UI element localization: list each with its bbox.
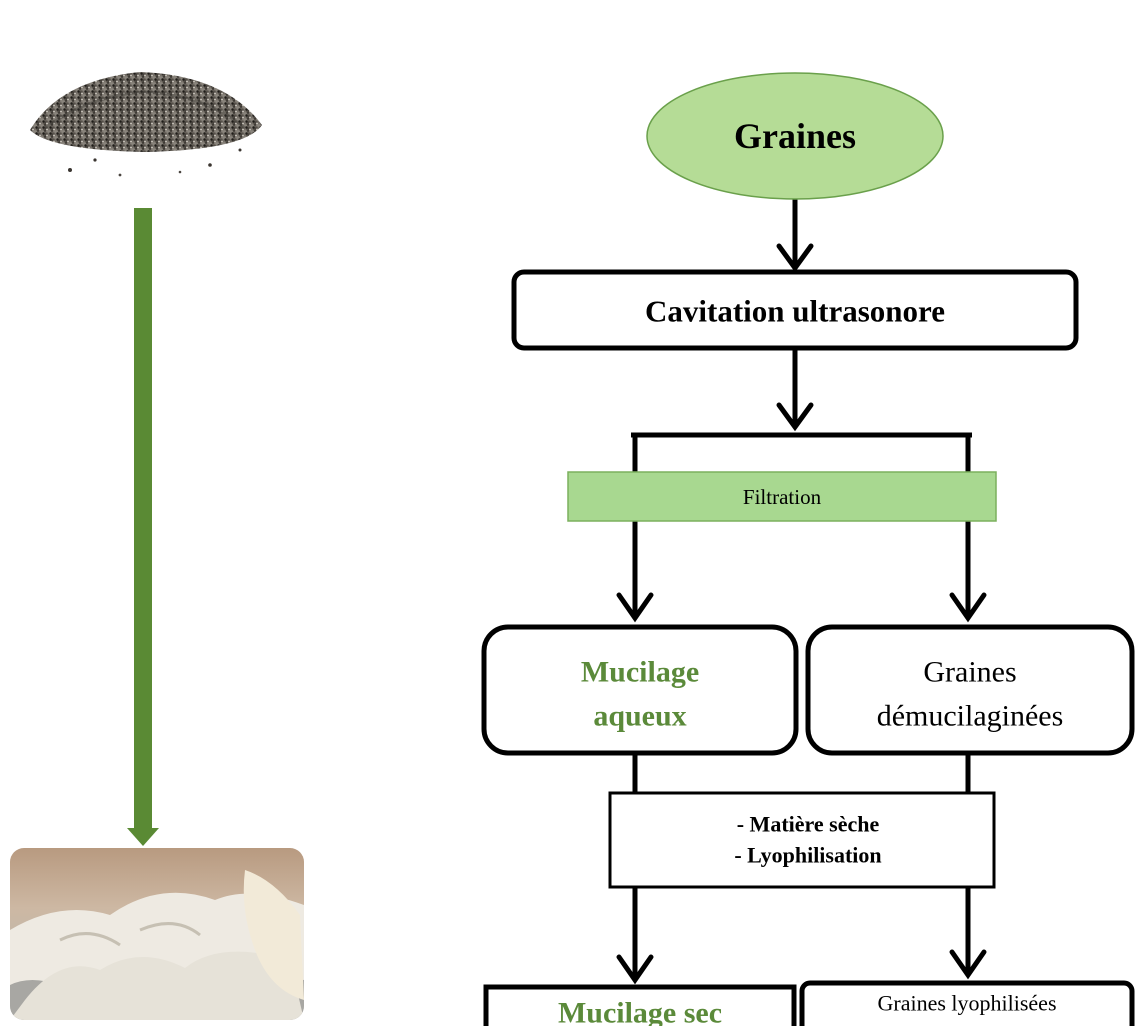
- mucilage-sec-node: Mucilage sec: [483, 984, 797, 1026]
- cavitation-node: Cavitation ultrasonore: [511, 269, 1079, 351]
- graines-demucilaginees-node: Graines démucilaginées: [805, 624, 1135, 756]
- mucilage-aqueux-line2: aqueux: [593, 700, 686, 733]
- filtration-node: Filtration: [567, 471, 997, 522]
- graines-lyophilisees-node: Graines lyophilisées: [799, 980, 1135, 1026]
- mucilage-aqueux-node: Mucilage aqueux: [481, 624, 799, 756]
- filtration-label: Filtration: [743, 485, 822, 509]
- graines-lyophilisees-label: Graines lyophilisées: [877, 991, 1056, 1016]
- graines-demucilaginees-line2: démucilaginées: [877, 700, 1064, 733]
- arrowheads: [616, 243, 987, 985]
- green-down-arrow: [127, 208, 159, 846]
- start-label: Graines: [734, 116, 856, 156]
- drying-node: - Matière sèche - Lyophilisation: [608, 791, 996, 889]
- mucilage-aqueux-line1: Mucilage: [581, 656, 699, 689]
- cavitation-label: Cavitation ultrasonore: [645, 294, 945, 329]
- connectors: [631, 198, 972, 980]
- drying-line1: - Matière sèche: [737, 812, 880, 837]
- seeds-image: [27, 60, 263, 177]
- graines-demucilaginees-line1: Graines: [923, 656, 1016, 689]
- dried-mucilage-image: [10, 848, 304, 1020]
- start-node: Graines: [646, 72, 944, 200]
- mucilage-sec-label: Mucilage sec: [558, 997, 722, 1026]
- drying-line2: - Lyophilisation: [734, 843, 881, 868]
